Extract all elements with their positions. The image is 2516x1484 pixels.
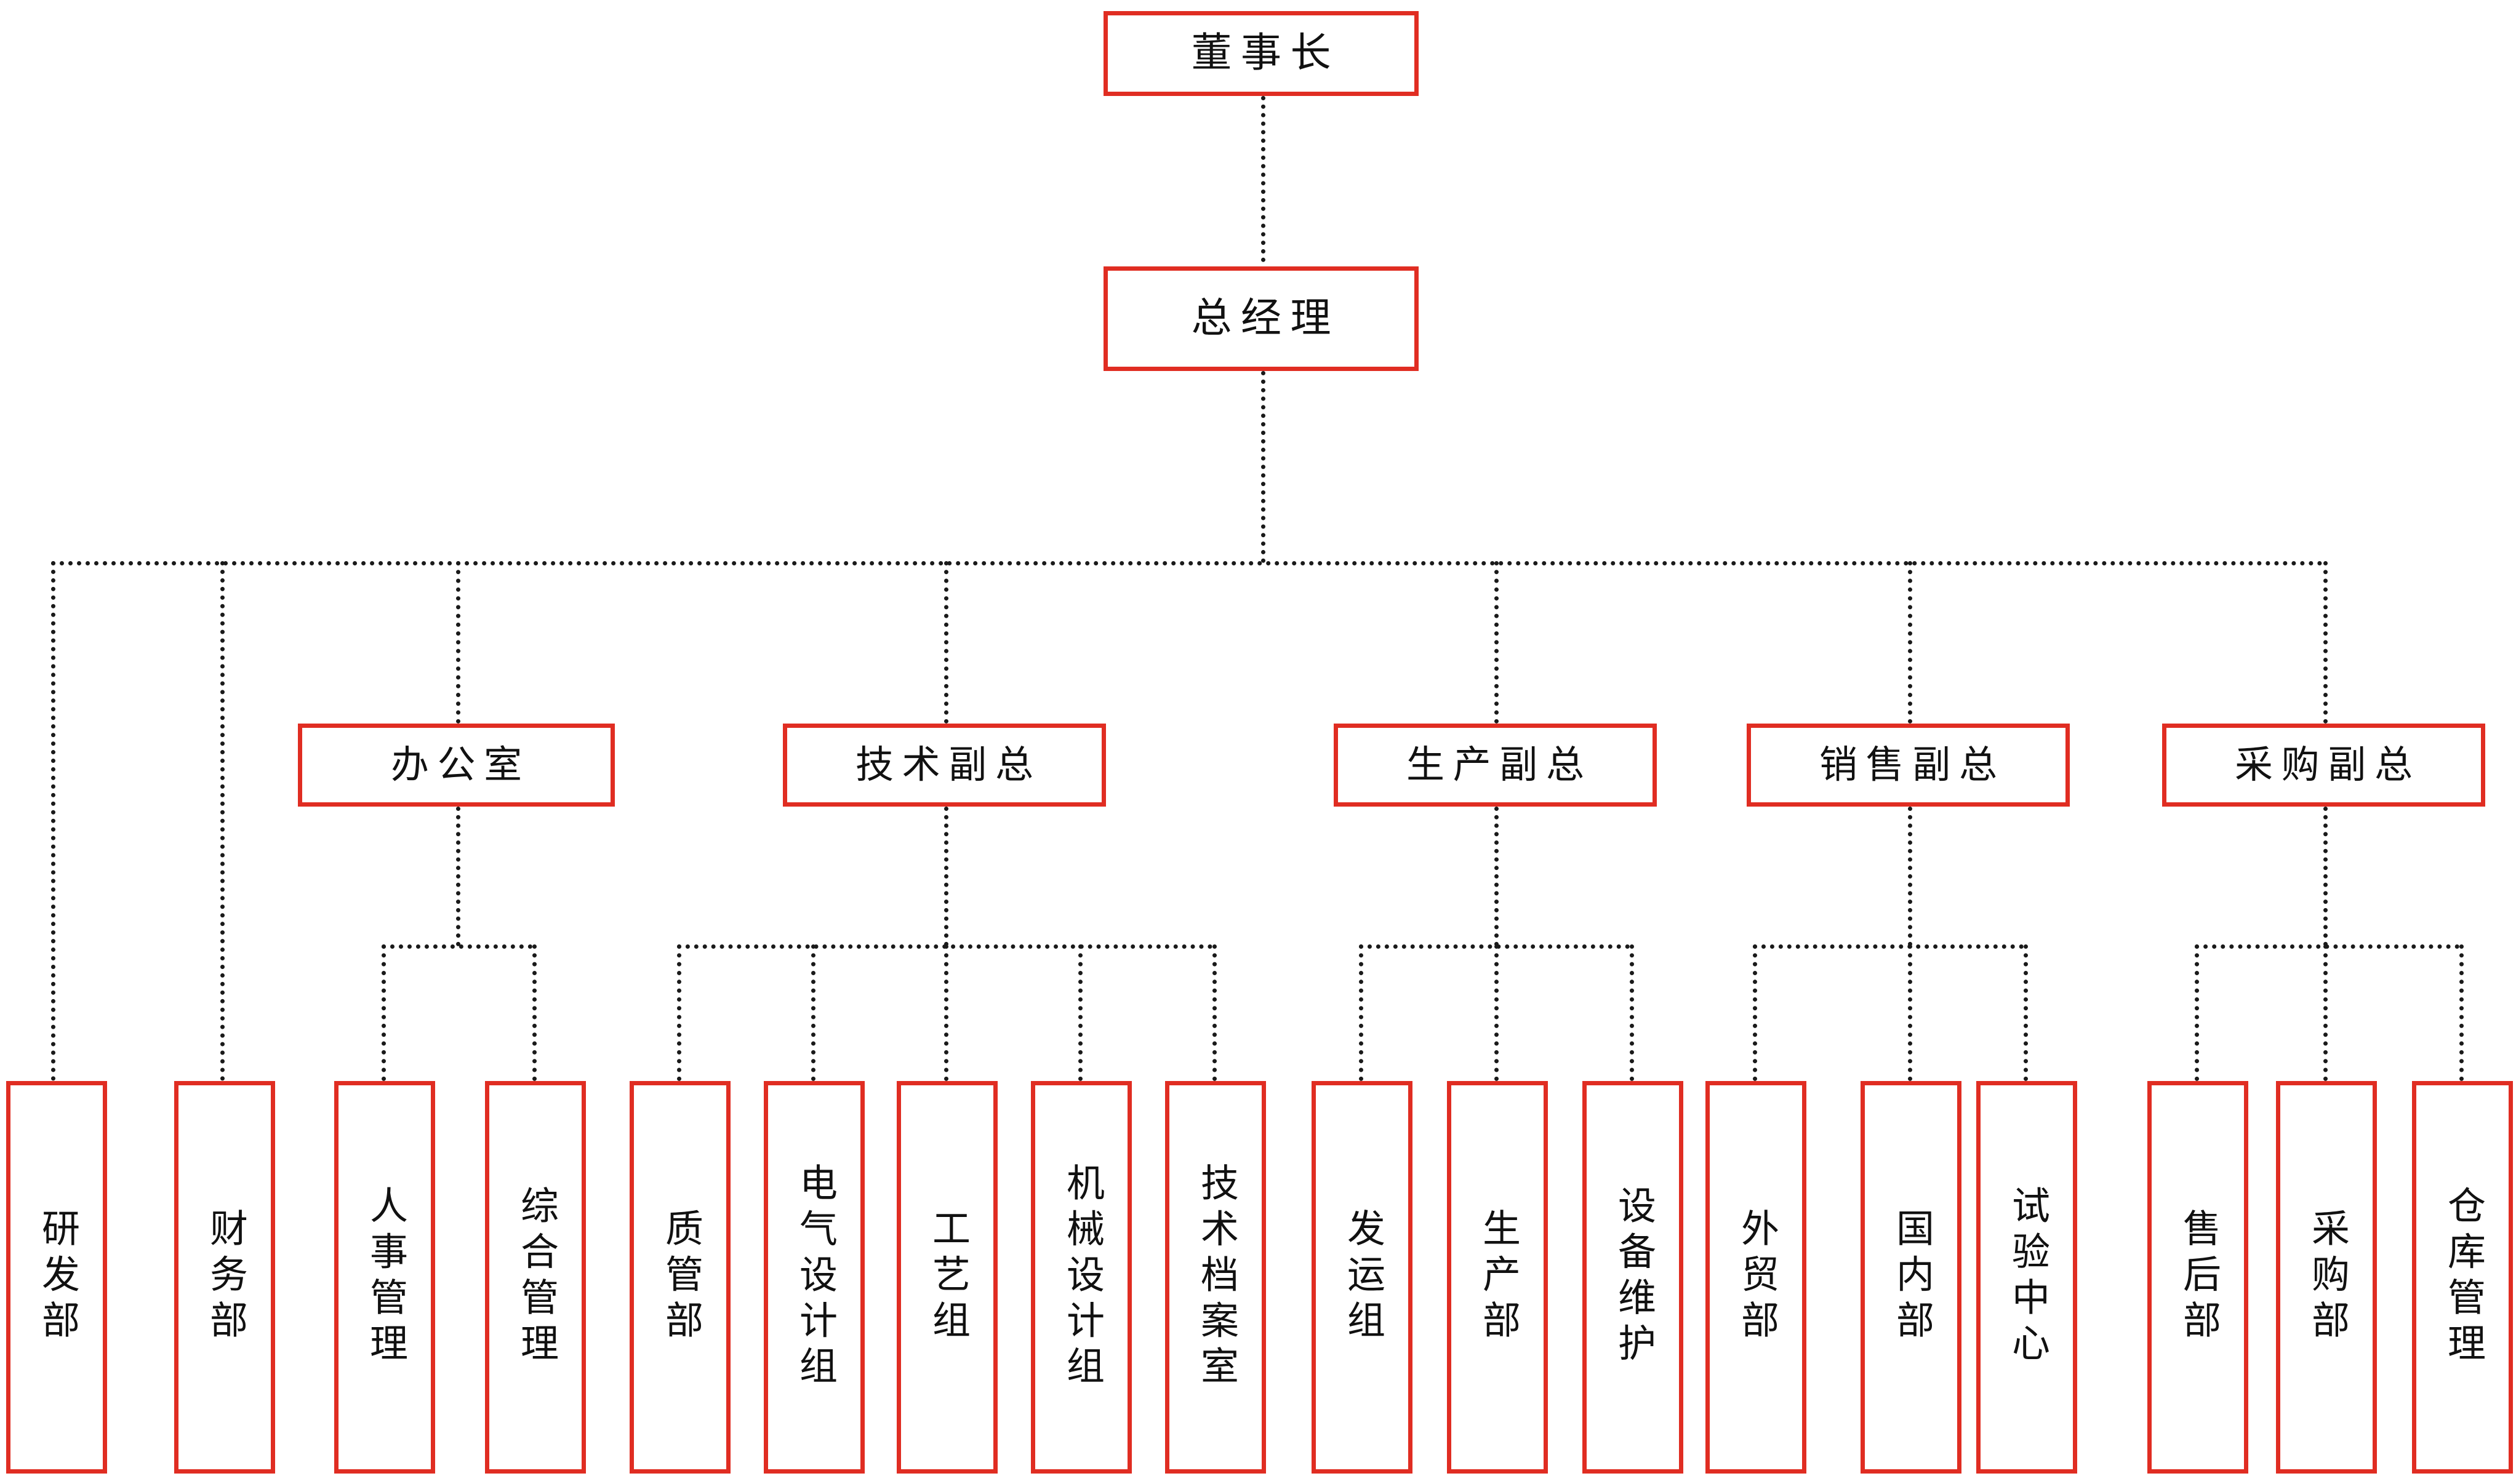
connector-purch-vp-to-subbus [2323, 807, 2328, 946]
node-hr-label: 人事管理 [364, 1186, 406, 1369]
connector-sales-vp-to-foreign [1753, 944, 1757, 1081]
connector-purch-vp-to-purchasing [2323, 944, 2328, 1081]
node-equip-maint[interactable]: 设备维护 [1582, 1081, 1683, 1474]
connector-bus-to-prod-vp [1494, 561, 1499, 724]
node-mech-design-label: 机械设计组 [1060, 1163, 1102, 1392]
node-prod-vp-label: 生产副总 [1406, 744, 1593, 786]
node-warehouse-label: 仓库管理 [2442, 1186, 2483, 1369]
connector-bus-to-purch-vp [2323, 561, 2328, 724]
node-finance-label: 财务部 [204, 1208, 246, 1346]
node-general-manager[interactable]: 总经理 [1104, 266, 1419, 371]
connector-sales-vp-to-domestic [1908, 944, 1912, 1081]
node-elec-design[interactable]: 电气设计组 [764, 1081, 865, 1474]
connector-tech-vp-to-elec-design [811, 944, 815, 1081]
node-sales-vp[interactable]: 销售副总 [1747, 724, 2070, 807]
node-qa[interactable]: 质管部 [630, 1081, 731, 1474]
connector-purch-vp-to-warehouse [2459, 944, 2464, 1081]
node-finance[interactable]: 财务部 [174, 1081, 275, 1474]
node-purch-vp-label: 采购副总 [2235, 744, 2421, 786]
node-domestic-label: 国内部 [1890, 1208, 1932, 1346]
node-tech-archive[interactable]: 技术档案室 [1165, 1081, 1266, 1474]
connector-bus-to-tech-vp [944, 561, 948, 724]
node-test-center-label: 试验中心 [2006, 1186, 2048, 1369]
node-production-label: 生产部 [1476, 1208, 1518, 1346]
node-rd-label: 研发部 [36, 1208, 78, 1346]
node-tech-vp-label: 技术副总 [855, 744, 1042, 786]
node-office[interactable]: 办公室 [298, 724, 615, 807]
node-prod-vp[interactable]: 生产副总 [1334, 724, 1657, 807]
node-tech-archive-label: 技术档案室 [1195, 1163, 1236, 1392]
connector-prod-vp-to-subbus [1494, 807, 1499, 946]
connector-prod-vp-to-shipping [1359, 944, 1363, 1081]
node-general-manager-label: 总经理 [1191, 296, 1340, 341]
connector-bus-to-sales-vp [1908, 561, 1912, 724]
connector-prod-vp-to-equip-maint [1630, 944, 1634, 1081]
node-process-label: 工艺组 [926, 1208, 968, 1346]
node-mech-design[interactable]: 机械设计组 [1031, 1081, 1132, 1474]
node-qa-label: 质管部 [659, 1208, 701, 1346]
main-distribution-bus [51, 561, 2323, 565]
node-rd[interactable]: 研发部 [6, 1081, 107, 1474]
sales-vp-sub-bus [1753, 944, 2024, 949]
node-foreign[interactable]: 外贸部 [1705, 1081, 1806, 1474]
node-purch-vp[interactable]: 采购副总 [2162, 724, 2485, 807]
node-process[interactable]: 工艺组 [897, 1081, 998, 1474]
connector-office-to-hr [382, 944, 386, 1081]
node-general-mgmt-label: 综合管理 [515, 1186, 556, 1369]
node-chairman-label: 董事长 [1191, 31, 1340, 76]
connector-bus-to-rd [51, 561, 55, 1081]
node-tech-vp[interactable]: 技术副总 [783, 724, 1106, 807]
node-shipping[interactable]: 发运组 [1312, 1081, 1412, 1474]
node-aftersales-label: 售后部 [2177, 1208, 2219, 1346]
node-chairman[interactable]: 董事长 [1104, 11, 1419, 96]
node-foreign-label: 外贸部 [1735, 1208, 1777, 1346]
node-hr[interactable]: 人事管理 [334, 1081, 435, 1474]
connector-tech-vp-to-tech-archive [1212, 944, 1217, 1081]
node-domestic[interactable]: 国内部 [1861, 1081, 1961, 1474]
node-elec-design-label: 电气设计组 [793, 1163, 835, 1392]
connector-bus-to-finance [220, 561, 225, 1081]
node-office-label: 办公室 [390, 744, 531, 786]
connector-tech-vp-to-process [944, 944, 948, 1081]
node-equip-maint-label: 设备维护 [1612, 1186, 1654, 1369]
node-purchasing-label: 采购部 [2306, 1208, 2347, 1346]
office-sub-bus [382, 944, 532, 949]
connector-purch-vp-to-aftersales [2195, 944, 2199, 1081]
connector-gm-to-main-bus [1261, 371, 1265, 563]
connector-office-to-general-mgmt [532, 944, 537, 1081]
node-sales-vp-label: 销售副总 [1819, 744, 2006, 786]
connector-office-to-subbus [456, 807, 460, 946]
connector-bus-to-office [456, 561, 460, 724]
node-production[interactable]: 生产部 [1447, 1081, 1548, 1474]
node-general-mgmt[interactable]: 综合管理 [485, 1081, 586, 1474]
node-aftersales[interactable]: 售后部 [2147, 1081, 2248, 1474]
node-purchasing[interactable]: 采购部 [2276, 1081, 2377, 1474]
connector-tech-vp-to-subbus [944, 807, 948, 946]
connector-chairman-to-gm [1261, 96, 1265, 262]
node-shipping-label: 发运组 [1341, 1208, 1383, 1346]
node-warehouse[interactable]: 仓库管理 [2412, 1081, 2513, 1474]
node-test-center[interactable]: 试验中心 [1976, 1081, 2077, 1474]
connector-tech-vp-to-qa [677, 944, 681, 1081]
connector-sales-vp-to-subbus [1908, 807, 1912, 946]
connector-tech-vp-to-mech-design [1078, 944, 1083, 1081]
connector-prod-vp-to-production [1494, 944, 1499, 1081]
connector-sales-vp-to-test-center [2024, 944, 2028, 1081]
